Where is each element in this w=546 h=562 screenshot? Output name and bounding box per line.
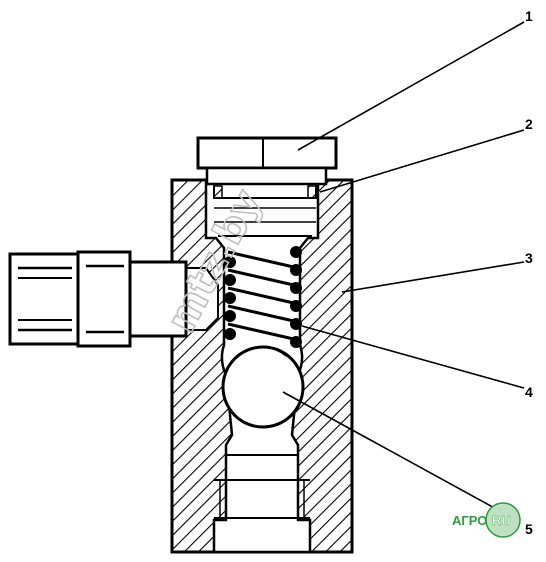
spring xyxy=(224,246,302,348)
callout-labels: 1 2 3 4 5 xyxy=(525,8,533,537)
logo-text-right: RU xyxy=(492,513,511,528)
agro-logo: АГРО RU xyxy=(452,502,521,538)
leader-lines xyxy=(282,21,525,523)
side-quick-connector xyxy=(8,250,188,348)
callout-2: 2 xyxy=(525,116,533,132)
plug-cap xyxy=(196,136,338,199)
callout-3: 3 xyxy=(525,250,533,266)
callout-1: 1 xyxy=(525,8,533,24)
callout-4: 4 xyxy=(525,384,533,400)
valve-ball xyxy=(221,345,305,429)
inner-bore xyxy=(175,181,320,554)
callout-5: 5 xyxy=(525,521,533,537)
logo-text-left: АГРО xyxy=(452,513,487,528)
